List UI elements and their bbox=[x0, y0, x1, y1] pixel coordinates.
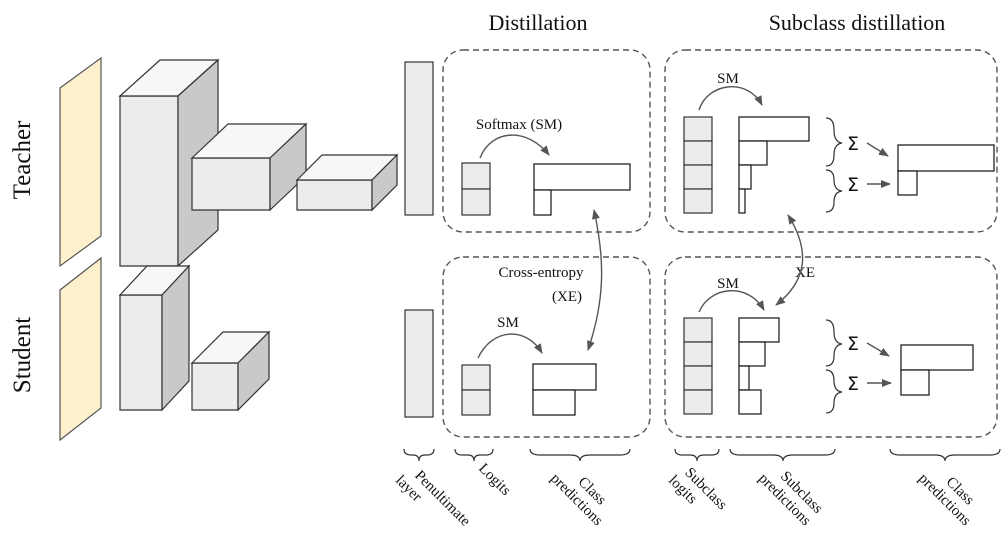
label-logits: Logits bbox=[475, 461, 514, 500]
teacher-subclass-sm-label: SM bbox=[717, 71, 739, 87]
label-penultimate-layer: Penultimate layer bbox=[392, 468, 473, 530]
student-sigma-top: Σ bbox=[847, 333, 859, 355]
teacher-block-2 bbox=[190, 122, 308, 212]
cross-entropy-xe-label: (XE) bbox=[552, 289, 582, 305]
teacher-subclass-predictions bbox=[738, 116, 810, 214]
student-brace-top bbox=[825, 319, 843, 367]
student-softmax-arrow bbox=[477, 333, 543, 359]
teacher-logits bbox=[461, 162, 491, 216]
teacher-input-plane bbox=[59, 56, 102, 268]
softmax-label: Softmax (SM) bbox=[476, 117, 562, 133]
label-class-predictions-2: Class predictions bbox=[915, 471, 977, 530]
teacher-sigma-top: Σ bbox=[847, 133, 859, 155]
student-class-predictions bbox=[532, 363, 597, 416]
student-subclass-class-predictions bbox=[900, 344, 974, 396]
teacher-sigma-bottom: Σ bbox=[847, 174, 859, 196]
teacher-subclass-softmax-arrow bbox=[698, 86, 763, 111]
row-label-teacher: Teacher bbox=[9, 120, 36, 199]
label-class-predictions: Class predictions bbox=[547, 471, 609, 530]
student-subclass-sm-label: SM bbox=[717, 276, 739, 292]
teacher-class-predictions bbox=[533, 163, 631, 216]
student-brace-bottom bbox=[825, 369, 843, 414]
label-penultimate-line1: Penultimate bbox=[411, 468, 473, 530]
teacher-subclass-logits bbox=[683, 116, 713, 214]
student-sm-label: SM bbox=[497, 315, 519, 331]
teacher-block-1 bbox=[118, 58, 220, 268]
header-subclass-distillation: Subclass distillation bbox=[769, 10, 946, 35]
header-distillation: Distillation bbox=[489, 10, 588, 35]
student-input-plane bbox=[59, 256, 102, 442]
teacher-brace-top bbox=[825, 117, 843, 167]
student-subclass-panel bbox=[664, 256, 998, 438]
teacher-brace-bottom bbox=[825, 169, 843, 213]
student-network bbox=[59, 256, 434, 442]
teacher-subclass-class-predictions bbox=[897, 144, 995, 196]
bottom-braces bbox=[403, 448, 1001, 462]
brace-subclass-logits bbox=[674, 448, 720, 462]
student-block-2 bbox=[190, 330, 271, 412]
brace-class-predictions-2 bbox=[889, 448, 1001, 462]
row-label-student: Student bbox=[9, 317, 36, 393]
teacher-softmax-arrow bbox=[479, 134, 550, 159]
label-subclass-predictions: Subclass predictions bbox=[755, 468, 825, 529]
teacher-distillation-panel bbox=[442, 49, 651, 233]
brace-subclass-predictions bbox=[729, 448, 836, 462]
brace-penultimate bbox=[403, 448, 435, 462]
student-block-1 bbox=[118, 264, 191, 412]
label-logits-line1: Logits bbox=[475, 461, 514, 500]
teacher-sum-arrow-top bbox=[866, 142, 889, 157]
student-distillation-panel bbox=[442, 256, 651, 438]
label-subclass-logits: Subclass logits bbox=[665, 465, 730, 514]
student-logits bbox=[461, 364, 491, 416]
subclass-xe-label: XE bbox=[795, 265, 815, 281]
cross-entropy-label: Cross-entropy bbox=[499, 265, 584, 281]
teacher-penultimate-layer bbox=[404, 61, 434, 216]
student-sigma-bottom: Σ bbox=[847, 373, 859, 395]
teacher-subclass-panel bbox=[664, 49, 998, 233]
teacher-block-3 bbox=[295, 153, 399, 212]
student-subclass-softmax-arrow bbox=[698, 290, 765, 313]
brace-logits bbox=[454, 448, 494, 462]
brace-class-predictions bbox=[529, 448, 631, 462]
distillation-xe-arrow bbox=[587, 209, 603, 351]
student-subclass-predictions bbox=[738, 317, 780, 415]
student-penultimate-layer bbox=[404, 309, 434, 418]
student-sum-arrow-top bbox=[866, 342, 890, 357]
teacher-network bbox=[59, 56, 434, 268]
subclass-xe-arrow bbox=[775, 214, 804, 306]
student-subclass-logits bbox=[683, 317, 713, 415]
